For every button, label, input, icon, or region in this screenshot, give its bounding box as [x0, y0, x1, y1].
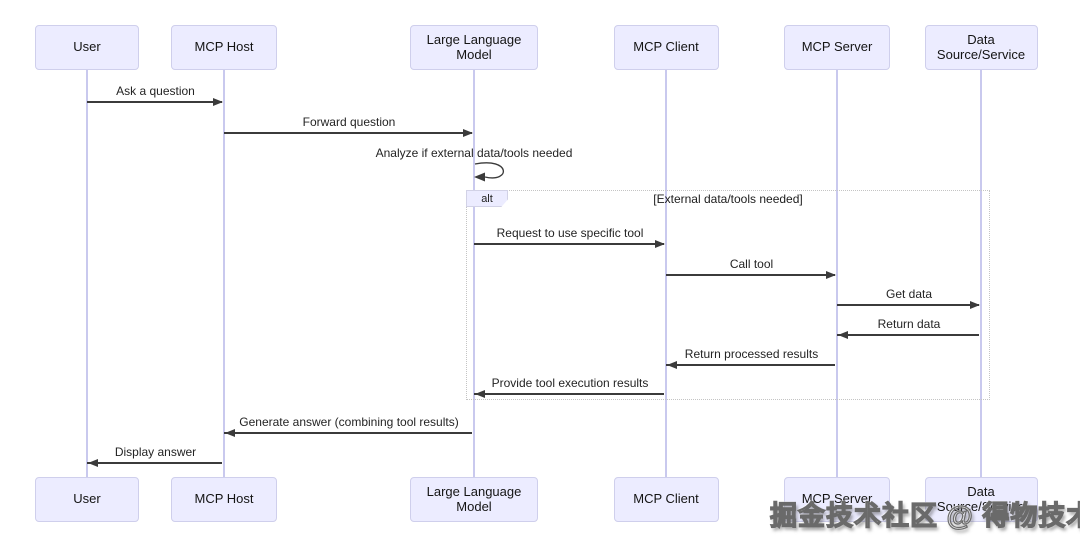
- arrowhead: [970, 301, 980, 309]
- message-label: Ask a question: [116, 84, 195, 98]
- message-line: [87, 101, 222, 103]
- arrowhead: [463, 129, 473, 137]
- arrowhead: [213, 98, 223, 106]
- message-label: Provide tool execution results: [491, 376, 649, 390]
- arrowhead: [826, 271, 836, 279]
- lifeline-llm: [473, 70, 475, 477]
- arrowhead: [475, 390, 485, 398]
- arrowhead: [88, 459, 98, 467]
- self-loop-arrow: [474, 162, 504, 182]
- message-label: Return processed results: [684, 347, 819, 361]
- actor-mcp-server-top: MCP Server: [784, 25, 890, 70]
- message-label: Generate answer (combining tool results): [239, 415, 459, 429]
- message-label: Analyze if external data/tools needed: [375, 146, 573, 160]
- lifeline-mcp-host: [223, 70, 225, 477]
- message-line: [474, 393, 664, 395]
- alt-frame-condition: [External data/tools needed]: [653, 192, 803, 206]
- arrowhead: [838, 331, 848, 339]
- message-label: Call tool: [729, 257, 774, 271]
- message-label: Display answer: [114, 445, 197, 459]
- actor-mcp-server-bottom: MCP Server: [784, 477, 890, 522]
- arrowhead: [667, 361, 677, 369]
- message-line: [87, 462, 222, 464]
- message-line: [224, 432, 472, 434]
- message-line: [474, 243, 664, 245]
- actor-user-bottom: User: [35, 477, 139, 522]
- arrowhead: [655, 240, 665, 248]
- actor-user-top: User: [35, 25, 139, 70]
- actor-data-source-top: Data Source/Service: [924, 25, 1038, 70]
- message-line: [666, 274, 835, 276]
- message-label: Request to use specific tool: [496, 226, 644, 240]
- lifeline-data-source: [980, 70, 982, 477]
- arrowhead: [225, 429, 235, 437]
- actor-data-source-bottom: Data Source/Service: [924, 477, 1038, 522]
- actor-mcp-host-top: MCP Host: [171, 25, 277, 70]
- message-line: [837, 334, 979, 336]
- actor-mcp-host-bottom: MCP Host: [171, 477, 277, 522]
- actor-llm-bottom: Large Language Model: [410, 477, 538, 522]
- lifeline-user: [86, 70, 88, 477]
- alt-frame-label: alt: [466, 190, 508, 207]
- watermark: 掘金技术社区 @ 得物技术: [769, 500, 1080, 531]
- message-line: [224, 132, 472, 134]
- actor-mcp-client-bottom: MCP Client: [613, 477, 719, 522]
- message-line: [837, 304, 979, 306]
- message-label: Forward question: [302, 115, 396, 129]
- message-label: Return data: [877, 317, 941, 331]
- actor-llm-top: Large Language Model: [410, 25, 538, 70]
- lifeline-mcp-client: [665, 70, 667, 477]
- alt-frame: [466, 190, 990, 400]
- actor-mcp-client-top: MCP Client: [613, 25, 719, 70]
- lifeline-mcp-server: [836, 70, 838, 477]
- message-line: [666, 364, 835, 366]
- message-label: Get data: [885, 287, 933, 301]
